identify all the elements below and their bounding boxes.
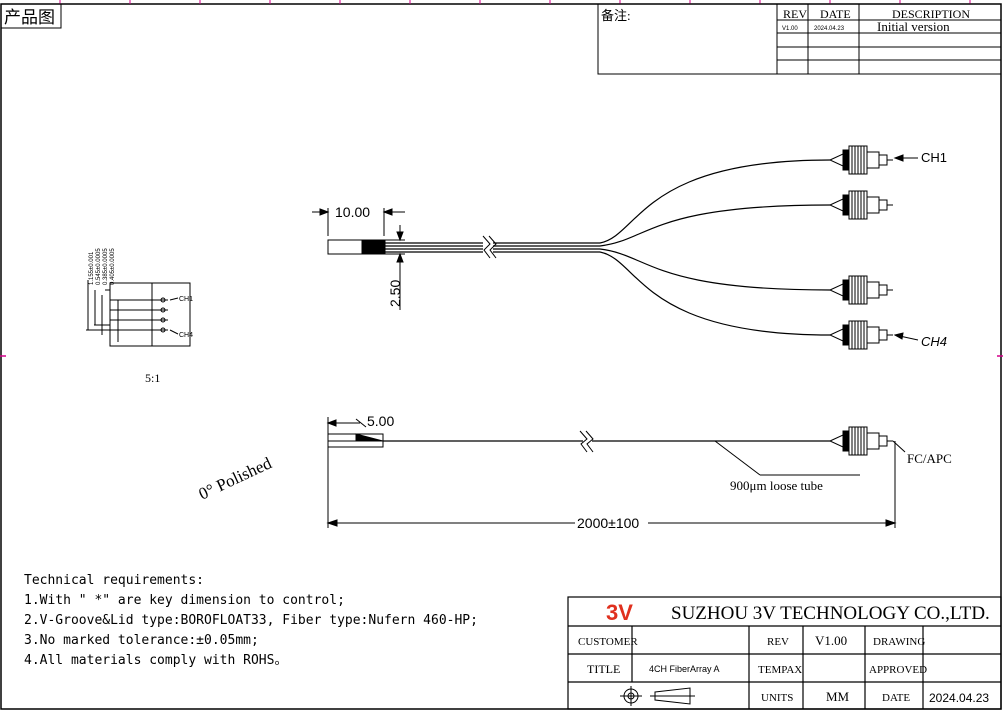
title-label: TITLE <box>587 662 620 676</box>
end-dim-1: 1.155±0.001 <box>89 251 95 285</box>
rev-value: V1.00 <box>815 633 847 648</box>
connector-ch3 <box>828 275 893 305</box>
end-ch4-label: CH4 <box>179 332 193 339</box>
top-ch4-label: CH4 <box>921 334 947 349</box>
side-dim-polish-length: 5.00 <box>367 413 394 429</box>
end-dim-2: 0.545±0.0005 <box>96 248 102 285</box>
connector-ch1 <box>828 145 893 175</box>
loose-tube-label: 900μm loose tube <box>730 478 823 493</box>
end-view <box>86 280 191 347</box>
top-dim-length: 10.00 <box>335 204 370 220</box>
ch-arrows <box>893 154 919 341</box>
company-name: SUZHOU 3V TECHNOLOGY CO.,LTD. <box>671 603 990 624</box>
revision-block <box>597 3 1002 75</box>
tempax-label: TEMPAX <box>758 664 802 676</box>
end-dim-3: 0.385±0.0005 <box>103 248 109 285</box>
drawing-label: DRAWING <box>873 636 925 648</box>
top-view <box>312 159 831 336</box>
end-view-scale: 5:1 <box>145 371 160 385</box>
date-label: DATE <box>882 692 910 704</box>
rev-row-rev: V1.00 <box>782 26 798 32</box>
date-value: 2024.04.23 <box>929 691 989 705</box>
rev-row-date: 2024.04.23 <box>814 26 845 32</box>
tech-req-title: Technical requirements: <box>24 573 204 588</box>
description-header: DESCRIPTION <box>892 7 970 21</box>
product-drawing-label: 产品图 <box>4 8 55 27</box>
date-header: DATE <box>820 7 851 21</box>
top-ruler-ticks <box>59 0 971 4</box>
connector-type-label: FC/APC <box>907 451 952 466</box>
connector-ch4 <box>828 320 893 350</box>
top-dim-height: 2.50 <box>387 280 403 307</box>
title-value: 4CH FiberArray A <box>649 664 720 674</box>
units-value: MM <box>826 689 850 704</box>
end-dim-4: 0.405±0.0005 <box>110 248 116 285</box>
side-view <box>326 417 906 528</box>
end-ch1-label: CH1 <box>179 296 193 303</box>
tech-req-item-4: 4.All materials comply with ROHS。 <box>24 653 287 668</box>
polish-label: 0° Polished <box>196 453 275 503</box>
top-ch1-label: CH1 <box>921 150 947 165</box>
approved-label: APPROVED <box>869 664 927 676</box>
tech-req-item-1: 1.With " *" are key dimension to control… <box>24 593 345 608</box>
rev-row-description: Initial version <box>877 19 950 34</box>
title-block <box>567 596 1002 710</box>
units-label: UNITS <box>761 692 793 704</box>
rev-label: REV <box>767 636 789 648</box>
product-label-box <box>0 3 62 29</box>
projection-symbol-icon <box>620 686 695 706</box>
company-logo: 3V <box>606 600 633 625</box>
notes-label: 备注: <box>601 8 631 23</box>
customer-label: CUSTOMER <box>578 636 638 648</box>
rev-header: REV <box>783 7 807 21</box>
tech-req-item-2: 2.V-Groove&Lid type:BOROFLOAT33, Fiber t… <box>24 613 478 628</box>
tech-req-item-3: 3.No marked tolerance:±0.05mm; <box>24 633 259 648</box>
total-length-dim: 2000±100 <box>577 515 639 531</box>
connector-ch2 <box>828 190 893 220</box>
